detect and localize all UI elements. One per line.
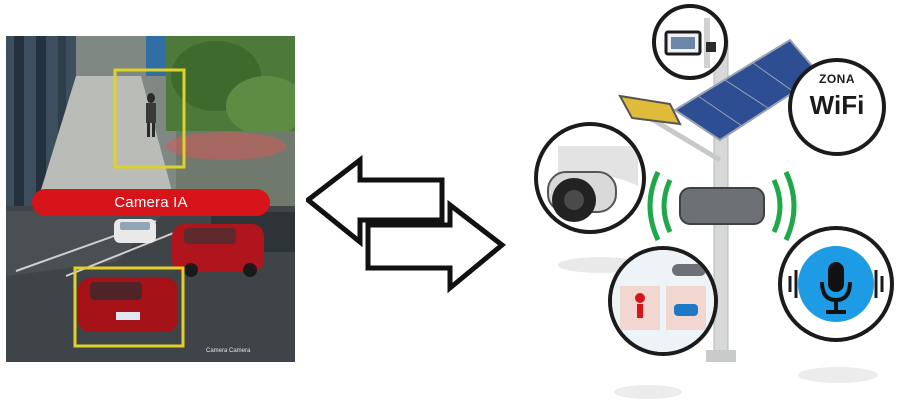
smart-pole-scene: ZONA WiFi (520, 0, 904, 413)
wifi-logo-text: WiFi (792, 90, 882, 121)
traffic-detection-circle (608, 246, 718, 356)
camera-caption: Camera Camera (206, 348, 250, 354)
wifi-zone-circle: ZONA WiFi (788, 58, 886, 156)
wifi-zona-text: ZONA (792, 72, 882, 86)
microphone-circle (778, 226, 894, 342)
street-lamp (620, 96, 680, 124)
bidirectional-arrows (306, 150, 506, 300)
display-monitor-circle (652, 4, 728, 80)
signal-left-icon (664, 180, 670, 232)
pole-hub (680, 188, 764, 224)
microphone-icon (782, 230, 890, 338)
dome-camera-icon (538, 126, 642, 230)
dome-camera-circle (534, 122, 646, 234)
camera-ia-badge: Camera IA (32, 189, 270, 216)
monitor-icon (656, 8, 724, 76)
signal-right-icon (774, 180, 780, 232)
traffic-detection-icon (612, 250, 714, 352)
ai-camera-view: Camera IA Camera Camera (6, 36, 295, 362)
